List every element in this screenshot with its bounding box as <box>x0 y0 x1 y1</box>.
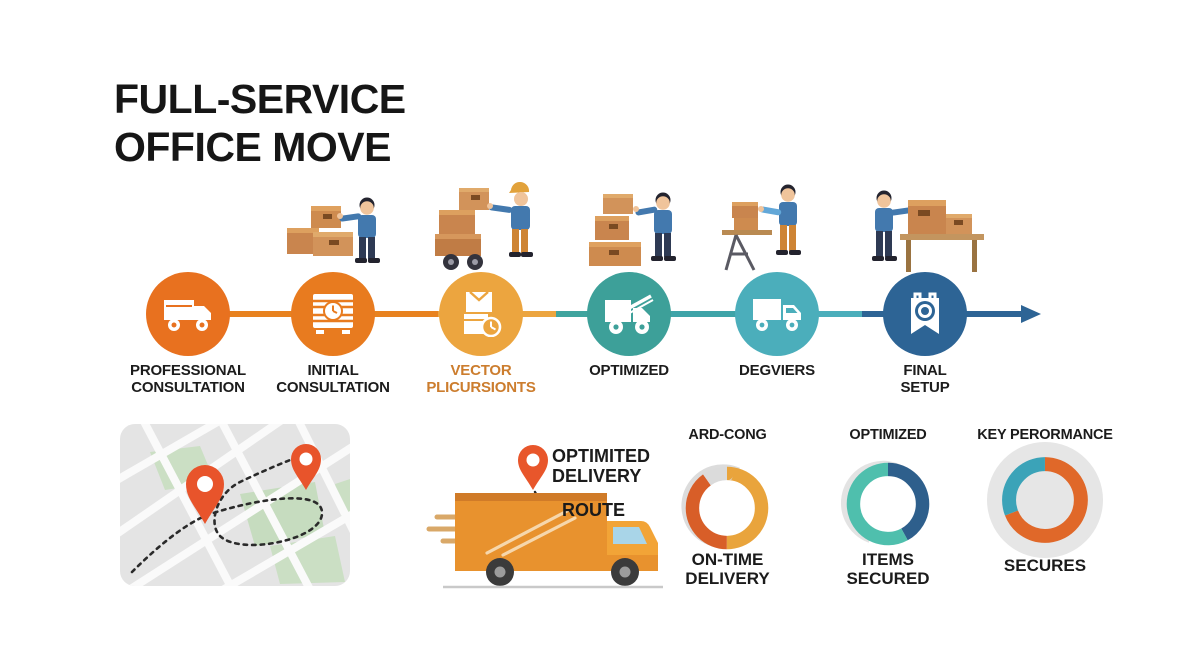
timeline-connector <box>629 311 777 317</box>
timeline-arrow-icon <box>1021 305 1041 323</box>
delivery-truck-route-illustration <box>426 445 663 589</box>
mover-unpacking-table-illustration <box>872 190 984 272</box>
page-title: FULL-SERVICE OFFICE MOVE <box>114 76 406 170</box>
step-label-5: DEGVIERS <box>739 362 815 379</box>
optimited-delivery-label: OPTIMITED DELIVERY <box>552 446 650 487</box>
step-circle-6 <box>883 272 967 356</box>
kpi-caption-secures: SECURES <box>1003 556 1087 575</box>
route-pin-icon <box>518 445 548 490</box>
key-performance-donut-chart <box>987 442 1103 558</box>
badge-camera-icon <box>911 292 939 334</box>
mover-stacking-boxes-illustration <box>589 192 676 266</box>
step-circle-2 <box>291 272 375 356</box>
step-label-1: PROFESSIONAL CONSULTATION <box>130 362 246 397</box>
step-circle-1 <box>146 272 230 356</box>
timeline-connector <box>777 311 862 317</box>
kpi-caption-on-time: ON-TIME DELIVERY <box>685 550 770 589</box>
moving-truck-icon <box>164 300 211 331</box>
mover-with-handtruck-illustration <box>435 182 533 270</box>
kpi-title-key-performance: KEY PERORMANCE <box>977 427 1113 443</box>
on-time-delivery-donut-chart <box>681 464 769 550</box>
step-circle-4 <box>587 272 671 356</box>
kpi-title-items-secured: OPTIMIZED <box>849 427 927 443</box>
step-circle-3 <box>439 272 523 356</box>
mover-at-table-illustration <box>722 184 801 271</box>
kpi-title-on-time: ARD-CONG <box>688 427 767 443</box>
map-pin-icon <box>186 465 224 524</box>
step-label-3: VECTOR PLICURSIONTS <box>426 362 536 397</box>
items-secured-donut-chart <box>840 460 930 546</box>
packed-boxes-clock-icon <box>464 291 502 337</box>
step-circle-5 <box>735 272 819 356</box>
kpi-caption-items-secured: ITEMS SECURED <box>846 550 930 589</box>
route-label: ROUTE <box>562 500 625 520</box>
ramp-truck-icon <box>605 294 654 334</box>
step-label-6: FINAL SETUP <box>900 362 950 397</box>
mover-with-box-stack-illustration <box>287 197 380 263</box>
route-map-illustration <box>120 424 350 586</box>
step-label-2: INITIAL CONSULTATION <box>276 362 390 397</box>
crate-clock-icon <box>313 294 353 334</box>
step-label-4: OPTIMIZED <box>589 362 669 379</box>
map-pin-icon <box>291 444 321 490</box>
delivery-truck-icon <box>753 299 801 331</box>
